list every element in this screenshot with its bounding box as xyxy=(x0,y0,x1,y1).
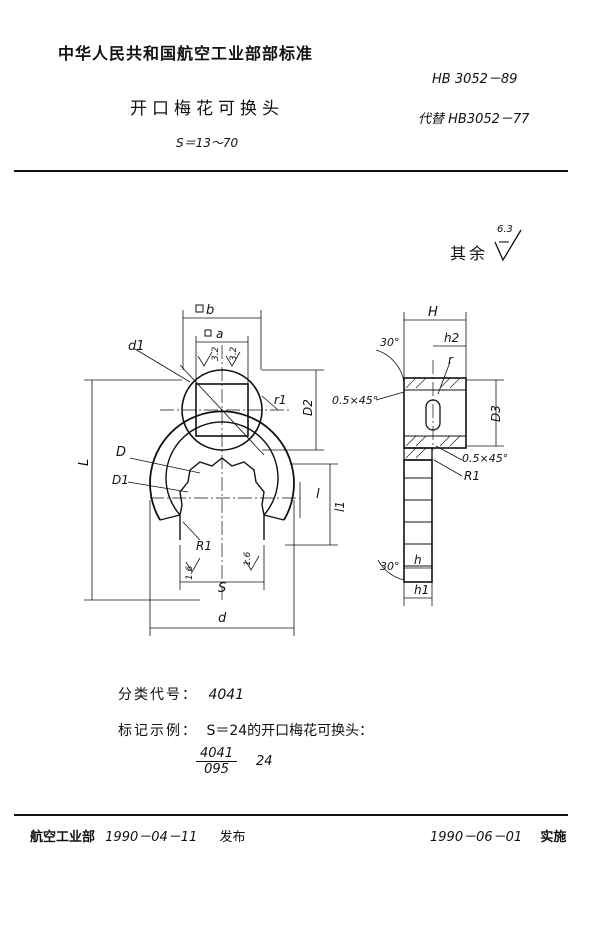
dim-D2-label: D2 xyxy=(301,399,315,416)
footer-issue-date: 1990－04－11 xyxy=(105,830,198,845)
dim-D3-label: D3 xyxy=(489,405,503,422)
dim-h2-label: h2 xyxy=(444,331,459,345)
classification-label: 分类代号： xyxy=(118,687,198,703)
dim-b-label: b xyxy=(206,303,214,318)
marking-denominator: 095 xyxy=(204,762,229,777)
marking-numerator: 4041 xyxy=(196,746,238,762)
dim-a-label: a xyxy=(216,327,223,341)
marking-value: 24 xyxy=(256,754,273,769)
chamfer-top-label: 0.5×45° xyxy=(332,394,378,407)
org-standard-title: 中华人民共和国航空工业部部标准 xyxy=(58,44,314,63)
part-title: 开口梅花可换头 xyxy=(130,99,284,119)
footer-issuer: 航空工业部 xyxy=(30,830,96,845)
dim-r1-label: r1 xyxy=(274,393,287,407)
ra-bottom-left-label: 1.6 xyxy=(185,565,195,580)
size-range: S＝13～70 xyxy=(176,136,239,150)
angle-bottom-label: 30° xyxy=(380,560,400,573)
dim-h-label: h xyxy=(414,553,422,567)
dim-l-label: l xyxy=(316,487,320,502)
footer-effective-label: 实施 xyxy=(540,830,567,845)
roughness-note-value: 6.3 xyxy=(497,224,513,235)
dim-R1-label: R1 xyxy=(196,539,212,553)
standard-number: HB 3052－89 xyxy=(432,72,518,87)
chamfer-bottom-label: 0.5×45° xyxy=(462,452,508,465)
dim-D-label: D xyxy=(116,445,126,460)
classification-row: 分类代号： 4041 xyxy=(118,684,244,704)
marking-example-row: 标记示例： S＝24的开口梅花可换头： xyxy=(118,720,373,740)
dim-r-label: r xyxy=(448,353,454,367)
marking-fraction: 4041 095 xyxy=(196,746,238,777)
marking-example-text: S＝24的开口梅花可换头： xyxy=(206,723,374,739)
side-R1-label: R1 xyxy=(464,469,480,483)
dim-H-label: H xyxy=(428,305,438,320)
dim-S-label: S xyxy=(218,581,226,596)
ra-bottom-right-label: 1.6 xyxy=(243,551,253,566)
dim-L-label: L xyxy=(77,459,92,466)
footer-effective-date: 1990－06－01 xyxy=(430,830,523,845)
footer-rule xyxy=(14,814,568,816)
classification-code: 4041 xyxy=(208,687,245,703)
footer-effective: 1990－06－01 实施 xyxy=(430,826,566,845)
dim-l1-label: l1 xyxy=(333,501,347,512)
dim-h1-label: h1 xyxy=(414,583,429,597)
marking-example-label: 标记示例： xyxy=(118,723,198,739)
dim-d1-label: d1 xyxy=(128,339,145,354)
header-rule xyxy=(14,170,568,172)
footer-issue-label: 发布 xyxy=(219,830,246,845)
dim-d-label: d xyxy=(218,611,227,626)
roughness-note-label: 其余 xyxy=(450,244,489,263)
dim-D1-label: D1 xyxy=(112,473,129,487)
ra-right-label: 3.2 xyxy=(229,346,239,361)
roughness-note-symbol: 6.3 xyxy=(493,224,533,266)
angle-top-label: 30° xyxy=(380,336,400,349)
ra-left-label: 3.2 xyxy=(211,346,221,361)
footer-issue: 航空工业部 1990－04－11 发布 xyxy=(30,826,245,845)
supersedes-note: 代替 HB3052－77 xyxy=(418,112,530,127)
